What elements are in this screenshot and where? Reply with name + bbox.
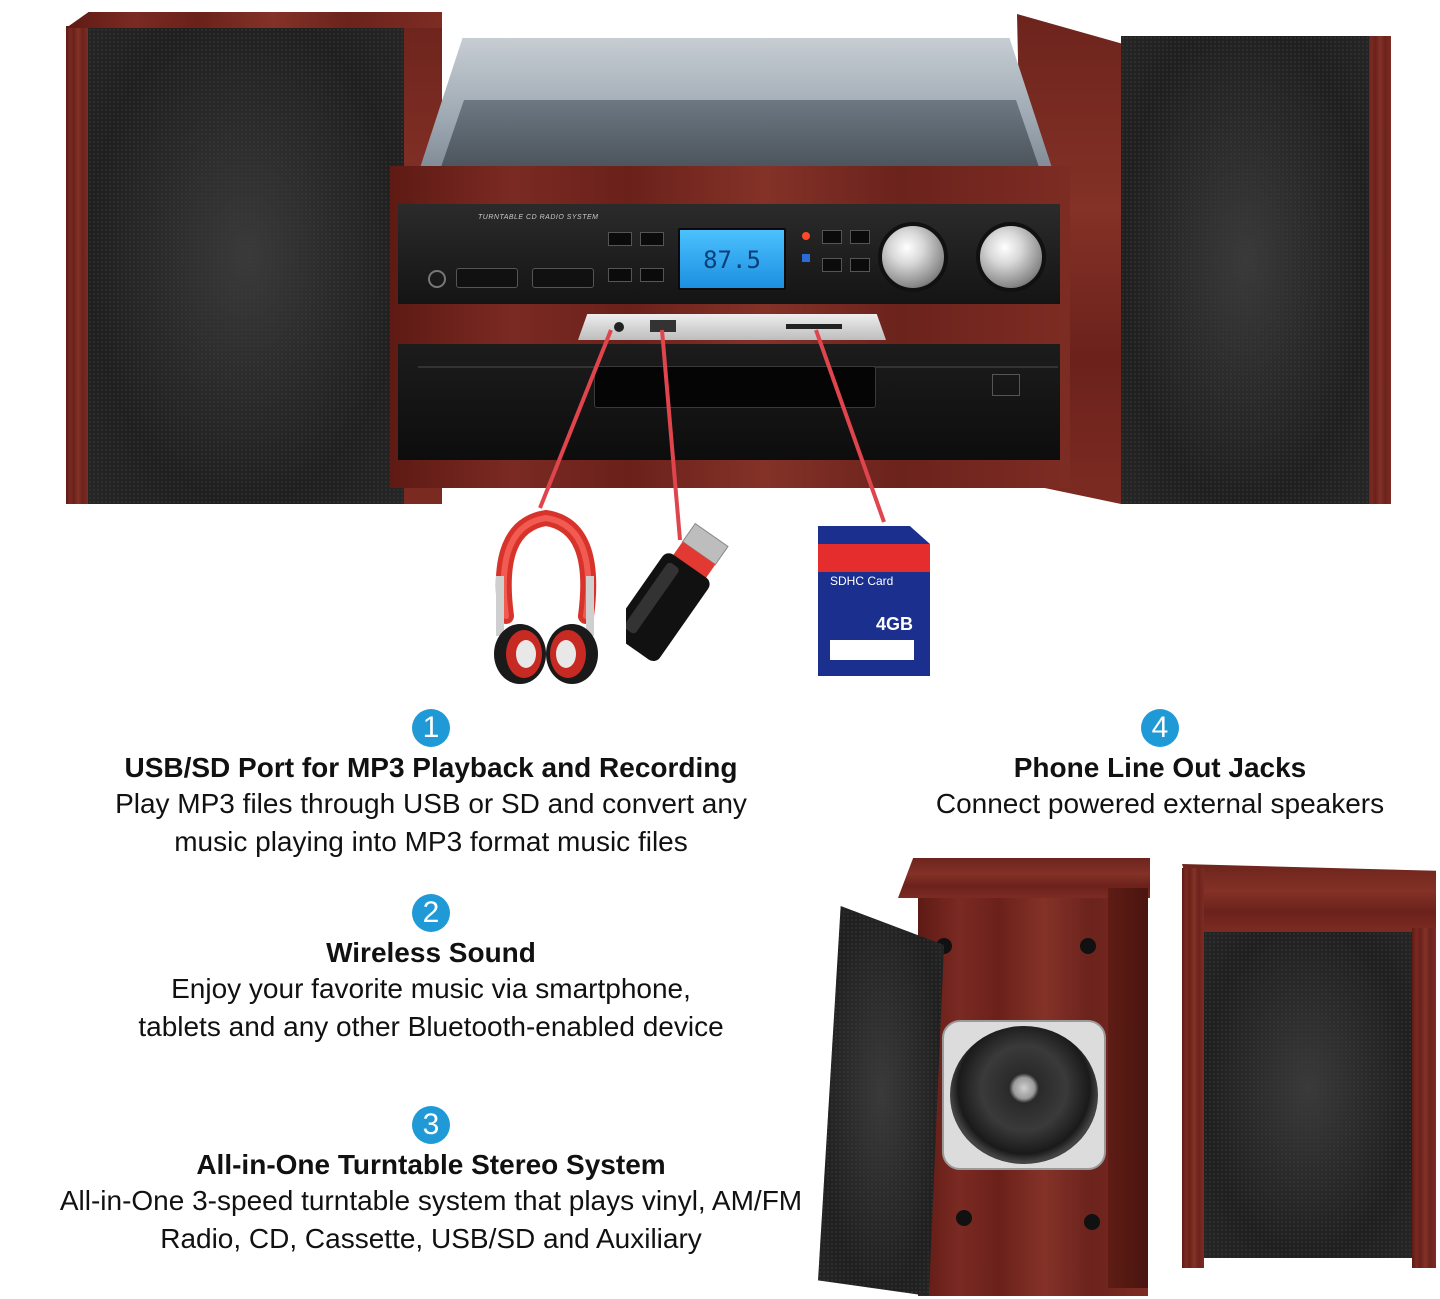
cd-slot	[594, 366, 876, 408]
speaker-open-photo	[818, 858, 1440, 1299]
grille-panel	[818, 906, 944, 1296]
feature-description: All-in-One 3-speed turntable system that…	[59, 1185, 803, 1254]
volume-knob	[976, 222, 1046, 292]
feature-number-badge: 1	[412, 709, 450, 747]
feature-number-badge: 4	[1141, 709, 1179, 747]
feature-title: All-in-One Turntable Stereo System	[196, 1149, 666, 1180]
power-led	[802, 232, 810, 240]
speaker-grille	[88, 28, 404, 504]
headphones-icon	[494, 509, 598, 684]
feature-title: Phone Line Out Jacks	[1013, 752, 1307, 783]
feature-description: Connect powered external speakers	[935, 788, 1385, 819]
feature-number-badge: 3	[412, 1106, 450, 1144]
lcd-value: 87.5	[703, 246, 761, 274]
port-strip	[578, 314, 886, 340]
feature-3: 3 All-in-One Turntable Stereo System All…	[50, 1106, 812, 1258]
usb-drive-icon	[626, 522, 729, 662]
control-panel: TURNTABLE CD RADIO SYSTEM 87.5	[398, 204, 1060, 304]
feature-title: Wireless Sound	[326, 937, 536, 968]
product-photo: TURNTABLE CD RADIO SYSTEM 87.5	[66, 12, 1391, 684]
feature-title: USB/SD Port for MP3 Playback and Recordi…	[124, 752, 738, 783]
feature-description: Play MP3 files through USB or SD and con…	[115, 788, 747, 857]
sd-card: SDHC Card 4GB	[818, 526, 930, 676]
sd-card-label: SDHC Card	[830, 574, 894, 588]
cd-section	[398, 344, 1060, 460]
feature-description: Enjoy your favorite music via smartphone…	[138, 973, 724, 1042]
feature-2: 2 Wireless Sound Enjoy your favorite mus…	[100, 894, 762, 1046]
feature-4: 4 Phone Line Out Jacks Connect powered e…	[890, 709, 1430, 823]
left-speaker	[66, 12, 442, 504]
feature-1: 1 USB/SD Port for MP3 Playback and Recor…	[60, 709, 802, 861]
speaker-grille	[1204, 932, 1412, 1258]
pointer-lines	[538, 329, 886, 541]
panel-header: TURNTABLE CD RADIO SYSTEM	[478, 214, 599, 221]
feature-number-badge: 2	[412, 894, 450, 932]
speaker-grille	[1121, 36, 1369, 504]
tuning-knob	[878, 222, 948, 292]
sd-card-capacity: 4GB	[876, 614, 914, 634]
woofer	[942, 1020, 1106, 1170]
lcd-display: 87.5	[678, 228, 786, 290]
